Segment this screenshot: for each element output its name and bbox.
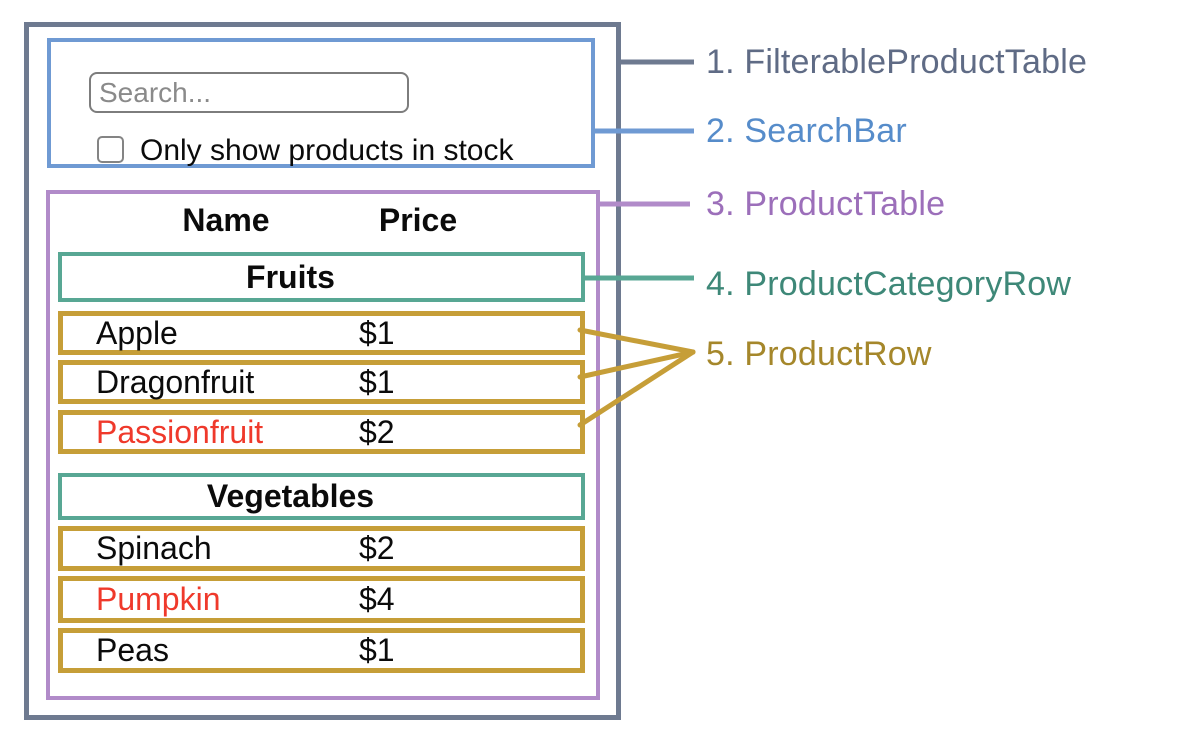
in-stock-checkbox[interactable] bbox=[97, 136, 124, 163]
legend-product-row: 5. ProductRow bbox=[706, 335, 932, 373]
product-price: $1 bbox=[359, 314, 395, 351]
product-price: $1 bbox=[359, 363, 395, 400]
search-bar-box: Only show products in stock bbox=[47, 38, 595, 168]
category-label: Fruits bbox=[246, 258, 335, 295]
product-row-pumpkin: Pumpkin $4 bbox=[58, 576, 585, 623]
legend-filterable-product-table: 1. FilterableProductTable bbox=[706, 43, 1088, 81]
category-label: Vegetables bbox=[206, 478, 375, 514]
product-row-dragonfruit: Dragonfruit $1 bbox=[58, 360, 585, 404]
product-price: $1 bbox=[359, 632, 395, 668]
legend-product-table: 3. ProductTable bbox=[706, 185, 946, 223]
product-price: $2 bbox=[359, 413, 395, 450]
column-header-price: Price bbox=[378, 202, 458, 238]
in-stock-checkbox-label: Only show products in stock bbox=[140, 134, 514, 167]
product-price: $2 bbox=[359, 530, 395, 566]
product-row-peas: Peas $1 bbox=[58, 628, 585, 673]
product-row-spinach: Spinach $2 bbox=[58, 526, 585, 571]
product-name: Pumpkin bbox=[96, 581, 221, 617]
product-category-row-fruits: Fruits bbox=[58, 252, 585, 302]
column-header-name: Name bbox=[182, 202, 270, 238]
search-input[interactable] bbox=[89, 72, 409, 113]
product-category-row-vegetables: Vegetables bbox=[58, 473, 585, 520]
product-row-passionfruit: Passionfruit $2 bbox=[58, 410, 585, 454]
product-name: Spinach bbox=[96, 530, 212, 566]
legend-product-category-row: 4. ProductCategoryRow bbox=[706, 265, 1072, 303]
filterable-product-table-box: Only show products in stock Name Price F… bbox=[24, 22, 621, 720]
product-name: Passionfruit bbox=[96, 413, 264, 450]
product-row-apple: Apple $1 bbox=[58, 311, 585, 355]
product-name: Peas bbox=[96, 632, 169, 668]
product-table-box: Name Price Fruits Apple $1 Dragonfruit $… bbox=[46, 190, 600, 700]
product-name: Dragonfruit bbox=[96, 363, 255, 400]
product-name: Apple bbox=[96, 314, 178, 351]
product-price: $4 bbox=[359, 581, 395, 617]
legend-search-bar: 2. SearchBar bbox=[706, 112, 907, 150]
